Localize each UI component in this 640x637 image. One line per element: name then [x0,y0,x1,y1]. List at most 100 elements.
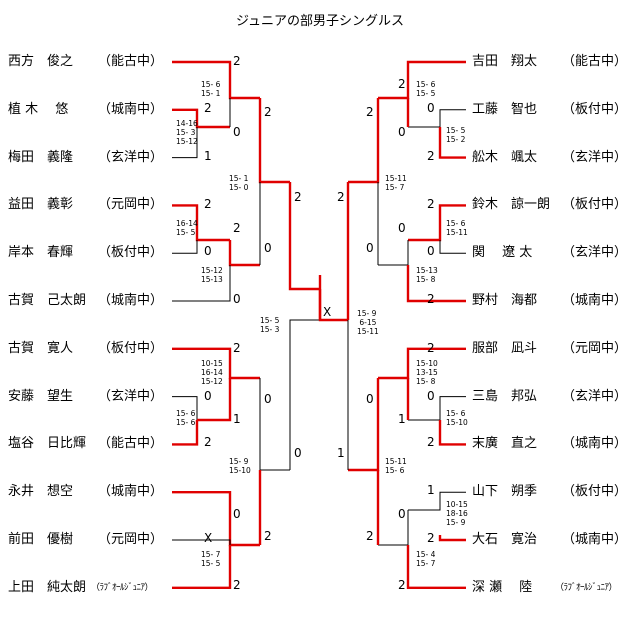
player-school: （玄洋中） [562,388,628,404]
score-label: 15- 5 15- 2 [446,126,466,144]
result-number: 1 [337,446,345,460]
winner-line [172,60,260,100]
score-label: 15- 1 15- 0 [229,174,249,192]
score-label: 15- 9 15-10 [229,457,251,475]
player-name: 西方 俊之 [8,54,74,69]
bracket-line [172,265,231,302]
winner-line [172,108,230,129]
player-name: 鈴木 諒一朗 [472,197,551,213]
score-label: 15- 6 15- 5 [416,80,436,98]
winner-line [438,420,466,446]
result-number: 0 [398,221,406,235]
result-number: 2 [233,578,241,592]
winner-line [406,265,466,303]
result-number: 2 [264,105,272,119]
result-number: 2 [427,341,435,355]
player-school: （玄洋中） [98,149,164,165]
player-school: （元岡中） [98,532,164,547]
result-number: 0 [294,446,302,460]
result-number: 0 [366,241,374,255]
result-number: 2 [427,149,435,163]
result-number: 0 [366,392,374,406]
result-number: 2 [427,531,435,545]
score-label: 16-14 15- 5 [176,219,198,237]
bracket-line [172,539,231,545]
player-school: （能古中） [98,54,164,69]
player-name: 吉田 翔太 [472,54,538,69]
winner-line [228,240,260,267]
player-name: 古賀 己太朗 [8,293,87,308]
player-school: （ﾗﾌﾞｵｰﾙｼﾞｭﾆｱ） [555,582,618,593]
score-label: 15-10 13-15 15- 8 [416,359,438,386]
result-number: 2 [427,435,435,449]
result-number: 2 [204,197,212,211]
score-label: 15-11 15- 6 [385,457,407,475]
result-number: X [323,305,332,319]
player-name: 舩木 颯太 [472,149,538,165]
player-school: （城南中） [562,293,628,308]
result-number: 0 [233,292,241,306]
score-label: 14-16 15- 3 15-12 [176,119,198,146]
bracket-line [408,109,466,128]
player-school: （板付中） [98,245,164,261]
player-name: 関 遼 太 [472,245,533,261]
result-number: 2 [398,578,406,592]
winner-line [438,127,466,159]
bracket-line [378,240,409,266]
player-school: （玄洋中） [562,149,628,165]
score-label: 15-12 15-13 [201,266,223,284]
player-school: （板付中） [562,197,628,213]
player-school: （板付中） [562,484,628,500]
result-number: 1 [233,412,241,426]
result-number: 2 [427,292,435,306]
result-number: 2 [233,54,241,68]
player-name: 塩谷 日比輝 [8,436,87,452]
player-name: 岸本 春輝 [8,245,74,261]
player-name: 野村 海都 [472,293,538,308]
player-name: 前田 優樹 [8,532,74,547]
bracket-line [408,396,466,421]
player-school: （板付中） [98,340,164,356]
player-name: 古賀 寛人 [8,340,74,356]
player-school: （元岡中） [98,197,164,213]
player-name: 梅田 義隆 [8,149,74,165]
score-label: 15-13 15- 8 [416,266,438,284]
bracket-line [408,491,466,511]
result-number: 0 [264,392,272,406]
player-name: 植 木 悠 [8,101,69,117]
score-label: 15-11 15- 7 [385,174,407,192]
player-school: （城南中） [98,293,164,308]
bracket-line [289,319,320,470]
result-number: 2 [204,101,212,115]
score-label: 15- 6 15-11 [446,219,468,237]
player-name: 山下 朔季 [472,484,538,500]
winner-line [172,545,232,589]
result-number: 0 [427,101,435,115]
result-number: 2 [398,77,406,91]
winner-line [172,420,199,446]
score-label: 15- 4 15- 7 [416,550,436,568]
player-name: 服部 凪斗 [472,340,538,356]
winner-line [406,545,466,589]
result-number: 0 [233,507,241,521]
result-number: 2 [233,341,241,355]
result-number: 0 [427,389,435,403]
winner-line [197,378,232,422]
bracket-line [172,240,198,254]
result-number: 2 [337,190,345,204]
winner-line [378,347,466,380]
player-name: 深 瀬 陸 [472,579,533,595]
score-label: 10-15 18-16 15- 9 [446,500,468,527]
winner-line [288,182,320,291]
result-number: 2 [366,105,374,119]
player-name: 上田 純太朗 [8,579,87,595]
score-label: 15- 5 15- 3 [260,316,280,334]
player-school: （玄洋中） [98,388,164,404]
result-number: 0 [204,244,212,258]
result-number: 0 [264,241,272,255]
result-number: 1 [427,483,435,497]
page-title: ジュニアの部男子シングルス [235,14,405,29]
player-name: 大石 寛治 [472,532,538,547]
score-label: 10-15 16-14 15-12 [201,359,223,386]
score-label: 15- 7 15- 5 [201,550,221,568]
